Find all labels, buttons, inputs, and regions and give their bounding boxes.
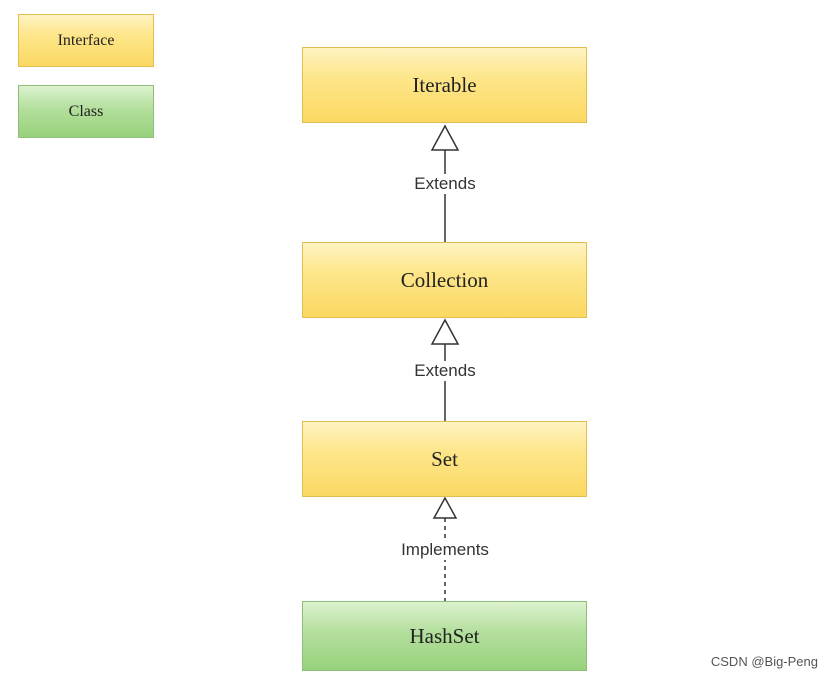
node-hashset-label: HashSet xyxy=(409,623,480,648)
node-collection-label: Collection xyxy=(400,267,489,292)
watermark: CSDN @Big-Peng xyxy=(710,654,818,669)
extends-label-1: Extends xyxy=(412,174,478,194)
node-set: Set xyxy=(302,421,587,497)
implements-label: Implements xyxy=(399,540,491,560)
node-set-label: Set xyxy=(431,446,458,471)
node-hashset: HashSet xyxy=(302,601,587,671)
legend-interface: Interface xyxy=(18,14,154,67)
extends-label-2: Extends xyxy=(412,361,478,381)
extends-arrowhead-1 xyxy=(430,124,460,151)
legend-class-label: Class xyxy=(68,102,104,120)
node-iterable: Iterable xyxy=(302,47,587,123)
legend-class: Class xyxy=(18,85,154,138)
implements-arrowhead xyxy=(432,496,458,519)
legend-interface-label: Interface xyxy=(57,31,115,49)
extends-arrowhead-2 xyxy=(430,318,460,345)
node-collection: Collection xyxy=(302,242,587,318)
node-iterable-label: Iterable xyxy=(412,72,477,97)
